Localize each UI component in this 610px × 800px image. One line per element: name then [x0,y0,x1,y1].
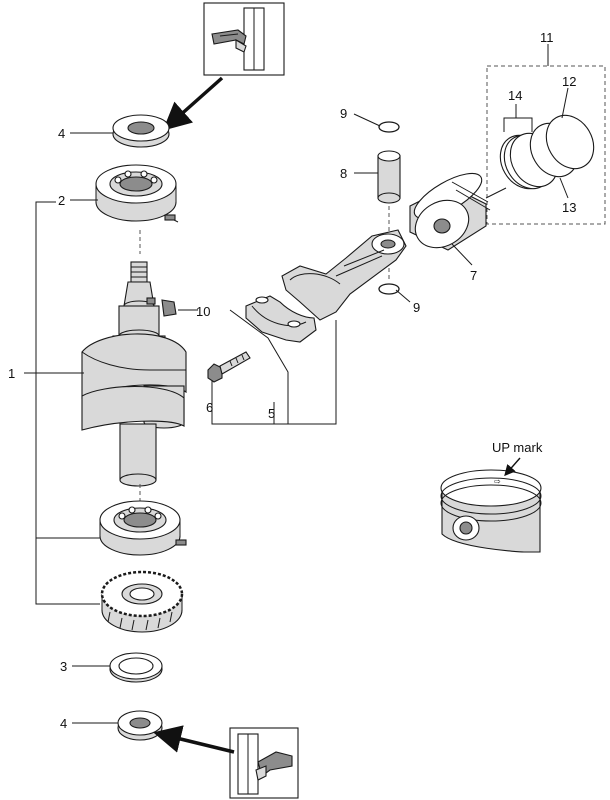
callout-7: 7 [470,268,477,283]
piston-up-mark-view: ⇨ [440,469,542,553]
oil-seal-top [112,114,170,148]
callout-5: 5 [268,406,275,421]
callout-4-bottom: 4 [60,716,67,731]
callout-3: 3 [60,659,67,674]
woodruff-key [161,299,177,317]
callout-12: 12 [562,74,576,89]
bottom-oil-seal-detail-inset [229,727,299,799]
circlip-top [378,121,400,133]
callout-9-top: 9 [340,106,347,121]
piston-rings [499,114,595,190]
inset-pointer-arrow-top [162,76,224,131]
callout-8: 8 [340,166,347,181]
connecting-rod-bolt [207,351,251,383]
piston [409,172,491,251]
ball-bearing-top [95,164,179,223]
up-mark-label: UP mark [492,440,543,455]
connecting-rod-cap [245,295,317,343]
circlip-bottom [378,283,400,295]
callout-9-bottom: 9 [413,300,420,315]
callout-2: 2 [58,193,65,208]
top-oil-seal-detail-inset [203,2,285,76]
inset-pointer-arrow-bottom [153,725,235,754]
oil-seal-bottom [117,710,163,741]
callout-13: 13 [562,200,576,215]
piston-ring-set-box [486,65,606,225]
callout-11: 11 [540,30,554,45]
callout-14: 14 [508,88,522,103]
crankshaft-gear [100,570,184,633]
callout-4-top: 4 [58,126,65,141]
up-mark-arrow-icon: ⇨ [494,477,501,486]
thrust-washer [109,652,163,683]
callout-1: 1 [8,366,15,381]
crankshaft [81,261,187,487]
callout-10: 10 [196,304,210,319]
connecting-rod [281,229,407,321]
ball-bearing-bottom [99,500,187,556]
piston-pin [377,150,401,204]
callout-6: 6 [206,400,213,415]
